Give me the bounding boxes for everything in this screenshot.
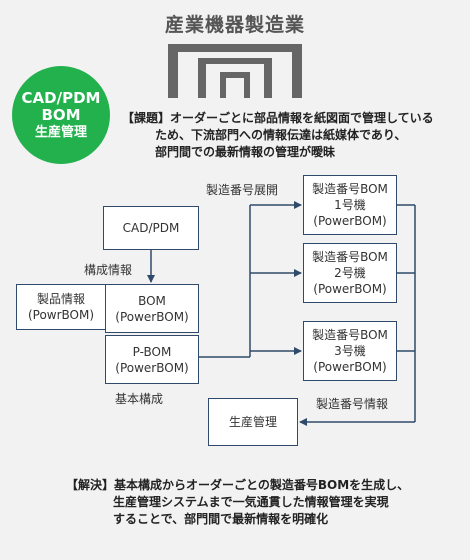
config-info-label: 構成情報 — [84, 263, 133, 277]
bom-line1: BOM — [138, 293, 166, 308]
product-info-line2: (PowrBOM) — [27, 308, 95, 322]
badge-line2: BOM — [41, 105, 81, 124]
cad-pdm-label: CAD/PDM — [122, 221, 180, 235]
serial-expand-label: 製造番号展開 — [206, 183, 279, 197]
serial-info-label: 製造番号情報 — [316, 397, 389, 411]
serial2-line3: (PowerBOM) — [313, 282, 387, 296]
solution-tag: 【解決】 — [66, 478, 115, 492]
serial-bom-box-1: 製造番号BOM 1号機 (PowerBOM) — [303, 175, 397, 235]
issue-line3: 部門間での最新情報の管理が曖昧 — [155, 145, 336, 159]
solution-line1: 基本構成からオーダーごとの製造番号BOMを生成し、 — [114, 478, 410, 492]
badge-line3: 生産管理 — [34, 124, 87, 140]
product-info-line1: 製品情報 — [36, 292, 85, 306]
serial2-line2: 2号機 — [334, 266, 366, 280]
factory-icon — [168, 44, 302, 98]
issue-tag: 【課題】 — [122, 111, 171, 125]
serial2-line1: 製造番号BOM — [312, 250, 388, 264]
solution-line3: することで、部門間で最新情報を明確化 — [113, 512, 329, 526]
issue-line2: ため、下流部門への情報伝達は紙媒体であり、 — [155, 128, 407, 142]
basic-config-label: 基本構成 — [115, 392, 164, 406]
serial-bom-box-3: 製造番号BOM 3号機 (PowerBOM) — [303, 321, 397, 381]
product-info-box: 製品情報 (PowrBOM) — [16, 284, 106, 330]
issue-text: 【課題】オーダーごとに部品情報を紙図面で管理している ため、下流部門への情報伝達… — [122, 110, 462, 161]
production-label: 生産管理 — [228, 415, 277, 429]
system-badge: CAD/PDM BOM 生産管理 — [12, 66, 110, 164]
issue-line1: オーダーごとに部品情報を紙図面で管理している — [170, 111, 434, 125]
serial1-line3: (PowerBOM) — [313, 214, 387, 228]
badge-line1: CAD/PDM — [21, 88, 101, 107]
pbom-line1: P-BOM — [132, 344, 172, 359]
pbom-line2: (PowerBOM) — [115, 360, 189, 375]
solution-line2: 生産管理システムまで一気通貫した情報管理を実現 — [113, 495, 389, 509]
bom-line2: (PowerBOM) — [115, 309, 189, 324]
cad-pdm-box: CAD/PDM — [103, 206, 199, 250]
bom-box: BOM (PowerBOM) — [105, 284, 199, 333]
serial3-line2: 3号機 — [334, 344, 366, 358]
serial3-line1: 製造番号BOM — [312, 328, 388, 342]
serial3-line3: (PowerBOM) — [313, 360, 387, 374]
pbom-box: P-BOM (PowerBOM) — [105, 335, 199, 384]
serial-bom-box-2: 製造番号BOM 2号機 (PowerBOM) — [303, 243, 397, 303]
solution-text: 【解決】基本構成からオーダーごとの製造番号BOMを生成し、 生産管理システムまで… — [66, 477, 466, 528]
serial1-line2: 1号機 — [334, 198, 366, 212]
production-box: 生産管理 — [208, 398, 298, 446]
serial1-line1: 製造番号BOM — [312, 182, 388, 196]
page-title: 産業機器製造業 — [164, 14, 305, 36]
